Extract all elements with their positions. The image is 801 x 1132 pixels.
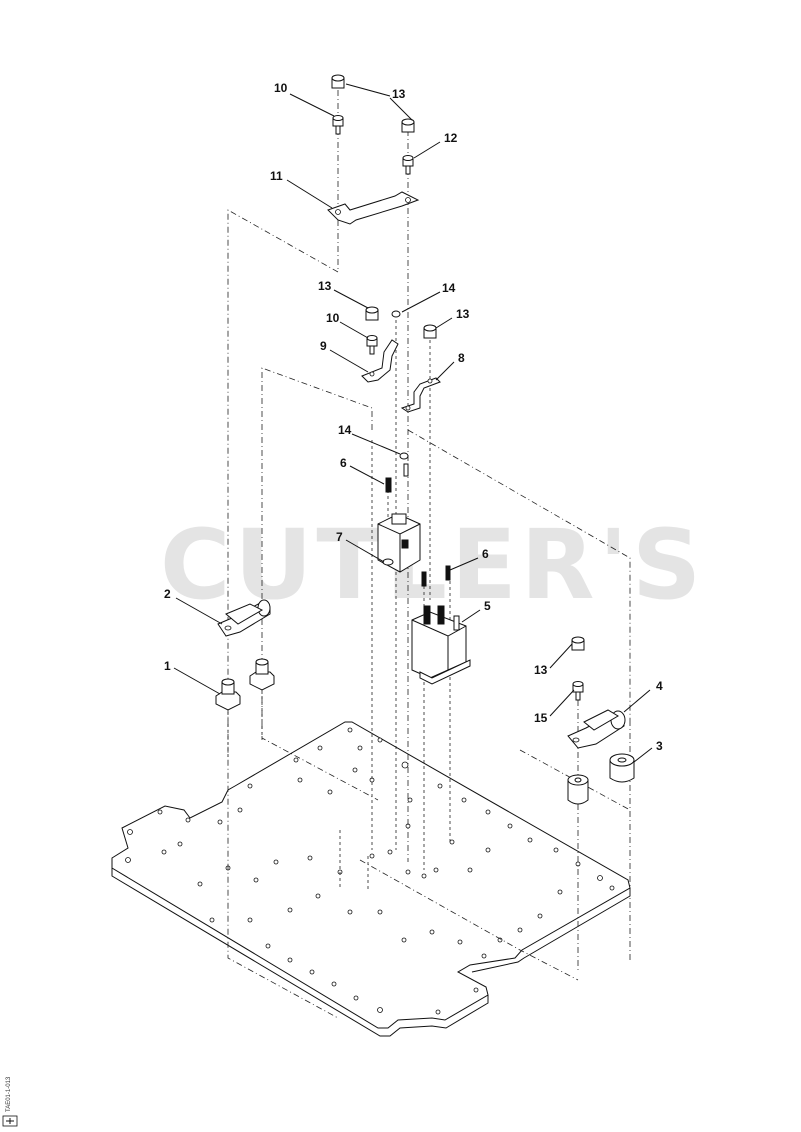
part-7-relay-block	[377, 513, 421, 573]
callout-6-lower: 6	[482, 547, 489, 561]
part-1-mount	[215, 678, 241, 711]
callout-7: 7	[336, 530, 343, 544]
part-11-strap	[327, 191, 420, 225]
part-12-bolt	[402, 155, 414, 175]
callout-15: 15	[534, 711, 548, 725]
callout-11: 11	[270, 169, 283, 183]
base-plate	[111, 721, 631, 1037]
callout-6-upper: 6	[340, 456, 347, 470]
part-14-washer	[391, 310, 401, 318]
watermark-text: CUTLER'S	[160, 509, 705, 621]
callout-2: 2	[164, 587, 171, 601]
leader-lines	[173, 83, 653, 763]
part-15-bolt	[572, 681, 584, 701]
part-9-strap	[361, 339, 399, 383]
callout-14-lower: 14	[338, 423, 352, 437]
part-10-top-bolt	[332, 115, 344, 135]
callout-13-top: 13	[392, 87, 406, 101]
part-13-mid-nut	[365, 306, 379, 321]
callout-13-mid: 13	[318, 279, 332, 293]
part-13-top-nut	[331, 74, 345, 89]
callout-12: 12	[444, 131, 458, 145]
part-13-right-lower-nut	[571, 636, 585, 651]
part-14-lower-washer	[399, 452, 409, 477]
part-6-screws-mid	[421, 565, 451, 587]
part-4-cylinder	[567, 709, 626, 749]
part-10-mid-bolt	[366, 335, 378, 355]
callout-10-mid: 10	[326, 311, 340, 325]
part-13-right-nut	[423, 324, 437, 339]
image-code-text: TAE01-1-013	[6, 1076, 12, 1112]
callout-13-lower: 13	[534, 663, 548, 677]
rubber-mount-duplicate	[567, 774, 589, 805]
callout-13-right: 13	[456, 307, 470, 321]
callout-labels: 10 13 12 11 13 14 10 13 9 8 14 6 7 6 5 2…	[164, 81, 663, 753]
callout-10-top: 10	[274, 81, 288, 95]
callout-14-mid: 14	[442, 281, 456, 295]
part-8-strap	[400, 377, 441, 413]
part-3-rubber-mount	[609, 753, 635, 783]
image-code: TAE01-1-013	[2, 1076, 18, 1127]
part-5-solenoid	[411, 605, 471, 685]
part-13-second-nut	[401, 118, 415, 133]
callout-8: 8	[458, 351, 465, 365]
callout-5: 5	[484, 599, 491, 613]
plate-holes	[125, 727, 615, 1015]
mount-duplicate	[249, 658, 275, 691]
callout-4: 4	[656, 679, 663, 693]
part-2-cylinder	[217, 599, 271, 637]
callout-9: 9	[320, 339, 327, 353]
callout-1: 1	[164, 659, 171, 673]
part-6-screw-upper	[385, 477, 392, 493]
callout-3: 3	[656, 739, 663, 753]
